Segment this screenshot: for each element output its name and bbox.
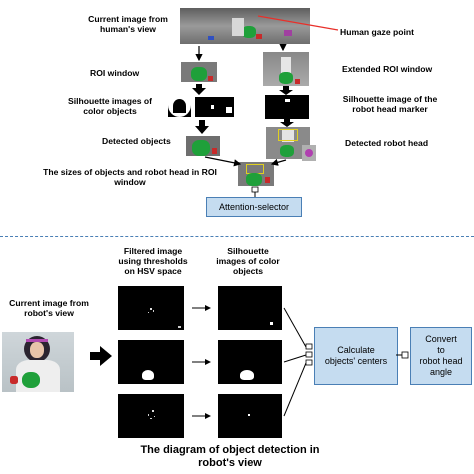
line-sil-1 xyxy=(283,307,307,348)
arrow-roi-to-silhouette xyxy=(192,84,206,95)
detected-objects-image xyxy=(186,136,220,156)
extended-roi-image xyxy=(263,52,309,86)
line-sil-2 xyxy=(283,354,307,363)
sizes-label: The sizes of objects and robot head in R… xyxy=(43,167,217,187)
scene-robot xyxy=(232,18,244,36)
calculate-centers-text: Calculate objects' centers xyxy=(324,345,388,366)
filtered-image-label: Filtered image using thresholds on HSV s… xyxy=(118,246,188,276)
silhouette-color-2 xyxy=(195,97,218,117)
robot-view-green-object xyxy=(22,372,40,388)
convert-angle-box: Convert to robot head angle xyxy=(410,327,472,385)
attention-selector-box: Attention-selector xyxy=(206,197,302,217)
section-divider xyxy=(0,236,474,237)
extended-roi-green xyxy=(279,72,293,84)
detected-head-robot xyxy=(282,130,294,142)
detected-head-box xyxy=(278,129,298,141)
sizes-red xyxy=(265,177,270,183)
detected-head-green xyxy=(280,145,294,157)
detected-objects-label: Detected objects xyxy=(102,136,171,146)
roi-window-image xyxy=(181,62,217,82)
line-sil-3 xyxy=(283,362,307,417)
filtered-image-1 xyxy=(118,286,184,330)
diagram-caption: The diagram of object detection in robot… xyxy=(140,444,320,469)
roi-object-green xyxy=(191,67,207,81)
robot-view-headband xyxy=(26,339,48,342)
sizes-connector xyxy=(251,186,259,193)
calculate-centers-box: Calculate objects' centers xyxy=(314,327,398,385)
arrow-marker-to-head xyxy=(280,119,294,127)
detected-head-label: Detected robot head xyxy=(345,138,429,148)
extended-roi-label: Extended ROI window xyxy=(342,64,433,74)
convert-port xyxy=(401,351,409,359)
silhouette-bottom-3 xyxy=(218,394,282,438)
convert-angle-text: Convert to robot head angle xyxy=(419,334,463,377)
scene-object-red xyxy=(256,34,262,39)
sizes-roi-image xyxy=(238,162,274,186)
calc-port-1 xyxy=(305,343,313,350)
filtered-image-2 xyxy=(118,340,184,384)
current-image-human-label: Current image from human's view xyxy=(88,14,168,34)
extended-roi-robot xyxy=(281,57,291,73)
calc-port-3 xyxy=(305,359,313,366)
silhouette-color-3 xyxy=(214,97,234,117)
robot-view-red-object xyxy=(10,376,18,384)
arrow-extroi-to-marker xyxy=(279,86,293,95)
human-view-image xyxy=(180,8,310,44)
human-gaze-label: Human gaze point xyxy=(340,27,415,37)
line-head-to-sizes xyxy=(270,158,287,166)
silhouette-color-1 xyxy=(168,97,191,117)
silhouette-marker-label: Silhouette image of the robot head marke… xyxy=(342,94,438,114)
calc-port-2 xyxy=(305,351,313,358)
scene-object-blue xyxy=(208,36,214,40)
scene-object-green xyxy=(242,26,256,38)
roi-object-red xyxy=(208,76,213,81)
roi-window-label: ROI window xyxy=(90,68,140,78)
robot-view-image xyxy=(2,332,74,392)
sizes-green xyxy=(246,173,262,186)
detected-head-image xyxy=(266,127,310,159)
silhouette-bottom-2 xyxy=(218,340,282,384)
robot-view-person-face xyxy=(30,342,44,358)
silhouette-bottom-label: Silhouette images of color objects xyxy=(216,246,280,276)
scene-object-purple xyxy=(284,30,292,36)
robot-view-label: Current image from robot's view xyxy=(9,298,89,318)
filtered-image-3 xyxy=(118,394,184,438)
detected-green xyxy=(192,140,210,156)
detected-red xyxy=(212,148,217,154)
attention-selector-text: Attention-selector xyxy=(218,201,290,212)
silhouette-color-label: Silhouette images of color objects xyxy=(67,96,153,116)
silhouette-marker-image xyxy=(265,95,309,119)
detected-head-side-image xyxy=(302,145,316,161)
extended-roi-red xyxy=(295,79,300,84)
line-detected-to-sizes xyxy=(204,156,242,167)
arrow-silhouette-to-detected xyxy=(195,120,209,134)
silhouette-bottom-1 xyxy=(218,286,282,330)
